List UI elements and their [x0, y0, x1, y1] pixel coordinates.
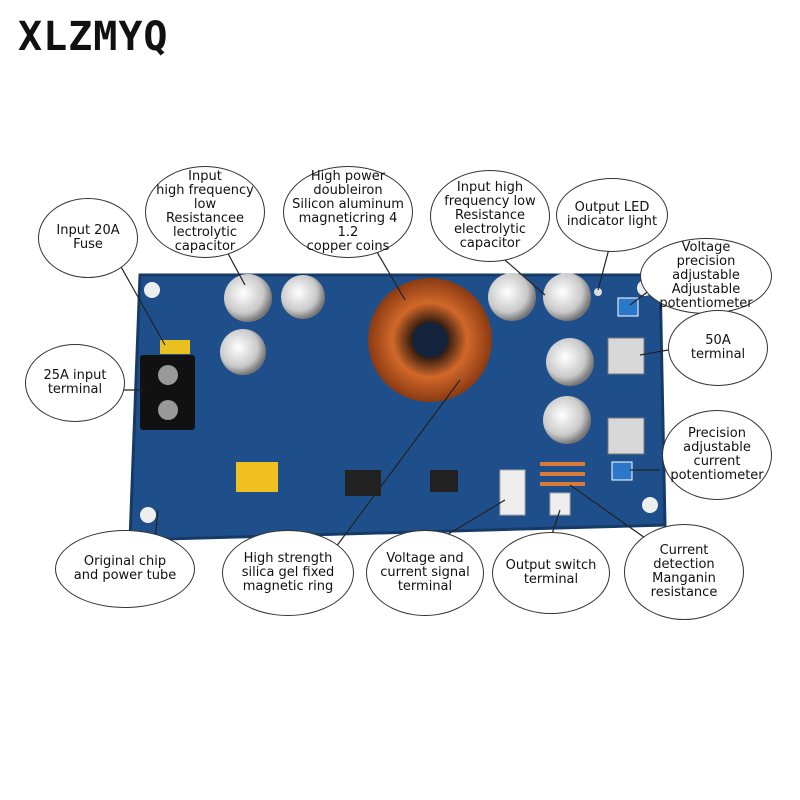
- terminal-screw: [158, 365, 178, 385]
- ic-chip: [345, 470, 381, 496]
- capacitor: [546, 338, 594, 386]
- ring-center: [412, 322, 448, 358]
- callout-voltage-potentiometer-text: Voltage precision adjustable Adjustable …: [659, 240, 753, 311]
- capacitor: [543, 273, 591, 321]
- manganin-resistor: [540, 472, 585, 476]
- transformer: [236, 462, 278, 492]
- callout-fuse: Input 20A Fuse: [38, 198, 138, 278]
- terminal-screw: [158, 400, 178, 420]
- callout-input-terminal-text: 25A input terminal: [43, 368, 107, 397]
- mount-hole: [140, 507, 156, 523]
- mount-hole: [144, 282, 160, 298]
- callout-silica-gel-text: High strength silica gel fixed magnetic …: [241, 551, 335, 594]
- callout-manganin: Current detection Manganin resistance: [624, 524, 744, 620]
- callout-magnetic-ring-text: High power doubleiron Silicon aluminum m…: [292, 169, 404, 254]
- led: [594, 288, 602, 296]
- brand-logo: XLZMYQ: [18, 14, 169, 60]
- callout-switch-terminal-text: Output switch terminal: [505, 558, 597, 587]
- callout-current-potentiometer: Precision adjustable current potentiomet…: [662, 410, 772, 500]
- ic-chip: [430, 470, 458, 492]
- signal-terminal-block: [499, 469, 526, 516]
- callout-manganin-text: Current detection Manganin resistance: [650, 543, 718, 600]
- current-potentiometer: [611, 461, 633, 481]
- callout-input-capacitor-text: Input high frequency low Resistancee lec…: [156, 169, 254, 254]
- capacitor: [224, 274, 272, 322]
- input-terminal-block: [140, 355, 195, 430]
- capacitor: [543, 396, 591, 444]
- callout-silica-gel: High strength silica gel fixed magnetic …: [222, 530, 354, 616]
- callout-electrolytic-capacitor-text: Input high frequency low Resistance elec…: [444, 180, 536, 251]
- callout-voltage-potentiometer: Voltage precision adjustable Adjustable …: [640, 238, 772, 314]
- capacitor: [488, 273, 536, 321]
- capacitor: [281, 275, 325, 319]
- callout-chip: Original chip and power tube: [55, 530, 195, 608]
- callout-output-terminal: 50A terminal: [668, 310, 768, 386]
- fuse: [160, 340, 190, 354]
- mount-hole: [642, 497, 658, 513]
- leader-lines: [110, 239, 669, 556]
- callout-signal-terminal: Voltage and current signal terminal: [366, 530, 484, 616]
- callout-input-terminal: 25A input terminal: [25, 344, 125, 422]
- switch-terminal-block: [549, 492, 571, 516]
- callout-signal-terminal-text: Voltage and current signal terminal: [380, 551, 470, 594]
- callout-fuse-text: Input 20A Fuse: [56, 223, 120, 252]
- callout-output-led: Output LED indicator light: [556, 178, 668, 252]
- callout-chip-text: Original chip and power tube: [73, 554, 177, 583]
- callout-output-terminal-text: 50A terminal: [690, 333, 746, 362]
- manganin-resistor: [540, 462, 585, 466]
- callout-magnetic-ring: High power doubleiron Silicon aluminum m…: [283, 166, 413, 258]
- callout-output-led-text: Output LED indicator light: [566, 200, 658, 229]
- callout-current-potentiometer-text: Precision adjustable current potentiomet…: [670, 426, 764, 483]
- callout-electrolytic-capacitor: Input high frequency low Resistance elec…: [430, 170, 550, 262]
- callout-input-capacitor: Input high frequency low Resistancee lec…: [145, 166, 265, 258]
- manganin-resistor: [540, 482, 585, 486]
- output-terminal: [607, 337, 645, 375]
- output-terminal: [607, 417, 645, 455]
- capacitor: [220, 329, 266, 375]
- callout-switch-terminal: Output switch terminal: [492, 532, 610, 614]
